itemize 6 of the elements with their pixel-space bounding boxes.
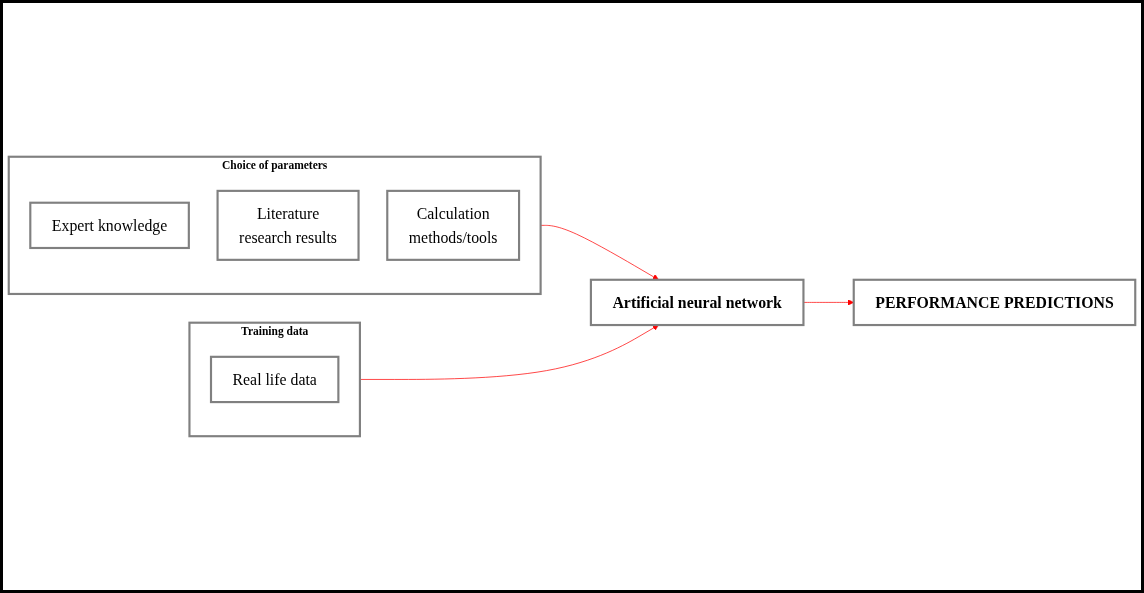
node-box: PERFORMANCE PREDICTIONS	[852, 278, 1137, 327]
node-box: Literature research results	[216, 189, 360, 261]
node-box: Expert knowledge	[29, 201, 190, 250]
node-box: Calculation methods/tools	[386, 189, 521, 261]
node-box: Artificial neural network	[589, 278, 805, 327]
node-box: Real life data	[209, 355, 340, 404]
